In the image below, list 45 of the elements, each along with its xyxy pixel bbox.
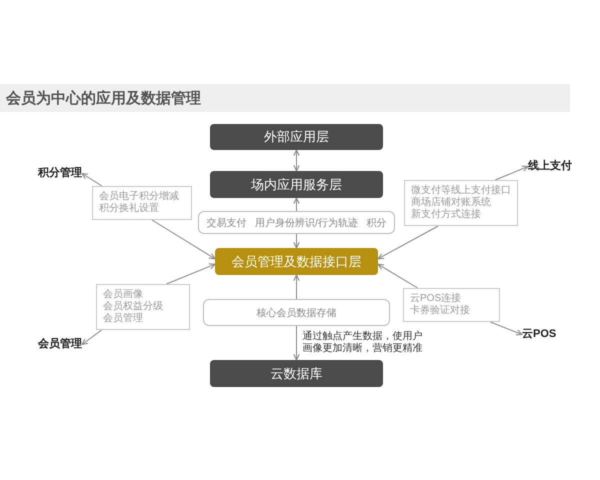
arrow [494,166,529,180]
note-text: 卡券验证对接 [410,305,470,317]
info-box [198,211,395,234]
layer-box [210,171,383,198]
note-text: 云POS连接 [410,293,462,304]
note-text: 会员画像 [103,289,143,300]
box-label: 交易支付 用户身份辨识/行为轨迹 积分 [206,216,387,230]
note-text: 商场店铺对账系统 [411,197,491,208]
arrow [152,220,216,260]
interface-layer-box [215,248,378,275]
side-label: 线上支付 [528,160,572,173]
arrow [166,263,216,284]
arrow [81,172,102,186]
note-text: 新支付方式连接 [411,209,481,221]
note-text: 会员管理 [103,313,143,325]
note-text: 积分换礼设置 [99,203,159,215]
layer-box [210,360,383,387]
note-box [403,288,500,322]
edge-label: 通过触点产生数据，使用户画像更加清晰，营销更精准 [302,331,424,355]
arrow [377,226,439,260]
note-box [404,180,518,226]
note-text: 微支付等线上支付接口 [411,185,511,196]
layer-label: 场内应用服务层 [251,176,342,194]
title: 会员为中心的应用及数据管理 [6,88,201,108]
box-label: 核心会员数据存储 [256,306,336,320]
note-text: 会员电子积分增减 [99,191,179,202]
note-box [92,186,192,220]
side-label: 会员管理 [38,338,82,351]
arrow [293,234,300,249]
note-box [96,284,190,330]
arrow [293,326,300,361]
layer-label: 会员管理及数据接口层 [232,252,362,270]
side-label: 积分管理 [38,167,82,180]
info-box [203,299,390,326]
arrow [377,264,418,288]
arrow [81,330,102,346]
arrow [490,322,523,336]
arrow [293,274,300,300]
layer-label: 外部应用层 [264,128,329,146]
arrow [293,149,300,172]
note-text: 会员权益分级 [103,301,163,313]
arrow [293,197,300,212]
layer-label: 云数据库 [270,364,322,382]
side-label: 云POS [522,328,556,341]
layer-box [210,124,383,150]
